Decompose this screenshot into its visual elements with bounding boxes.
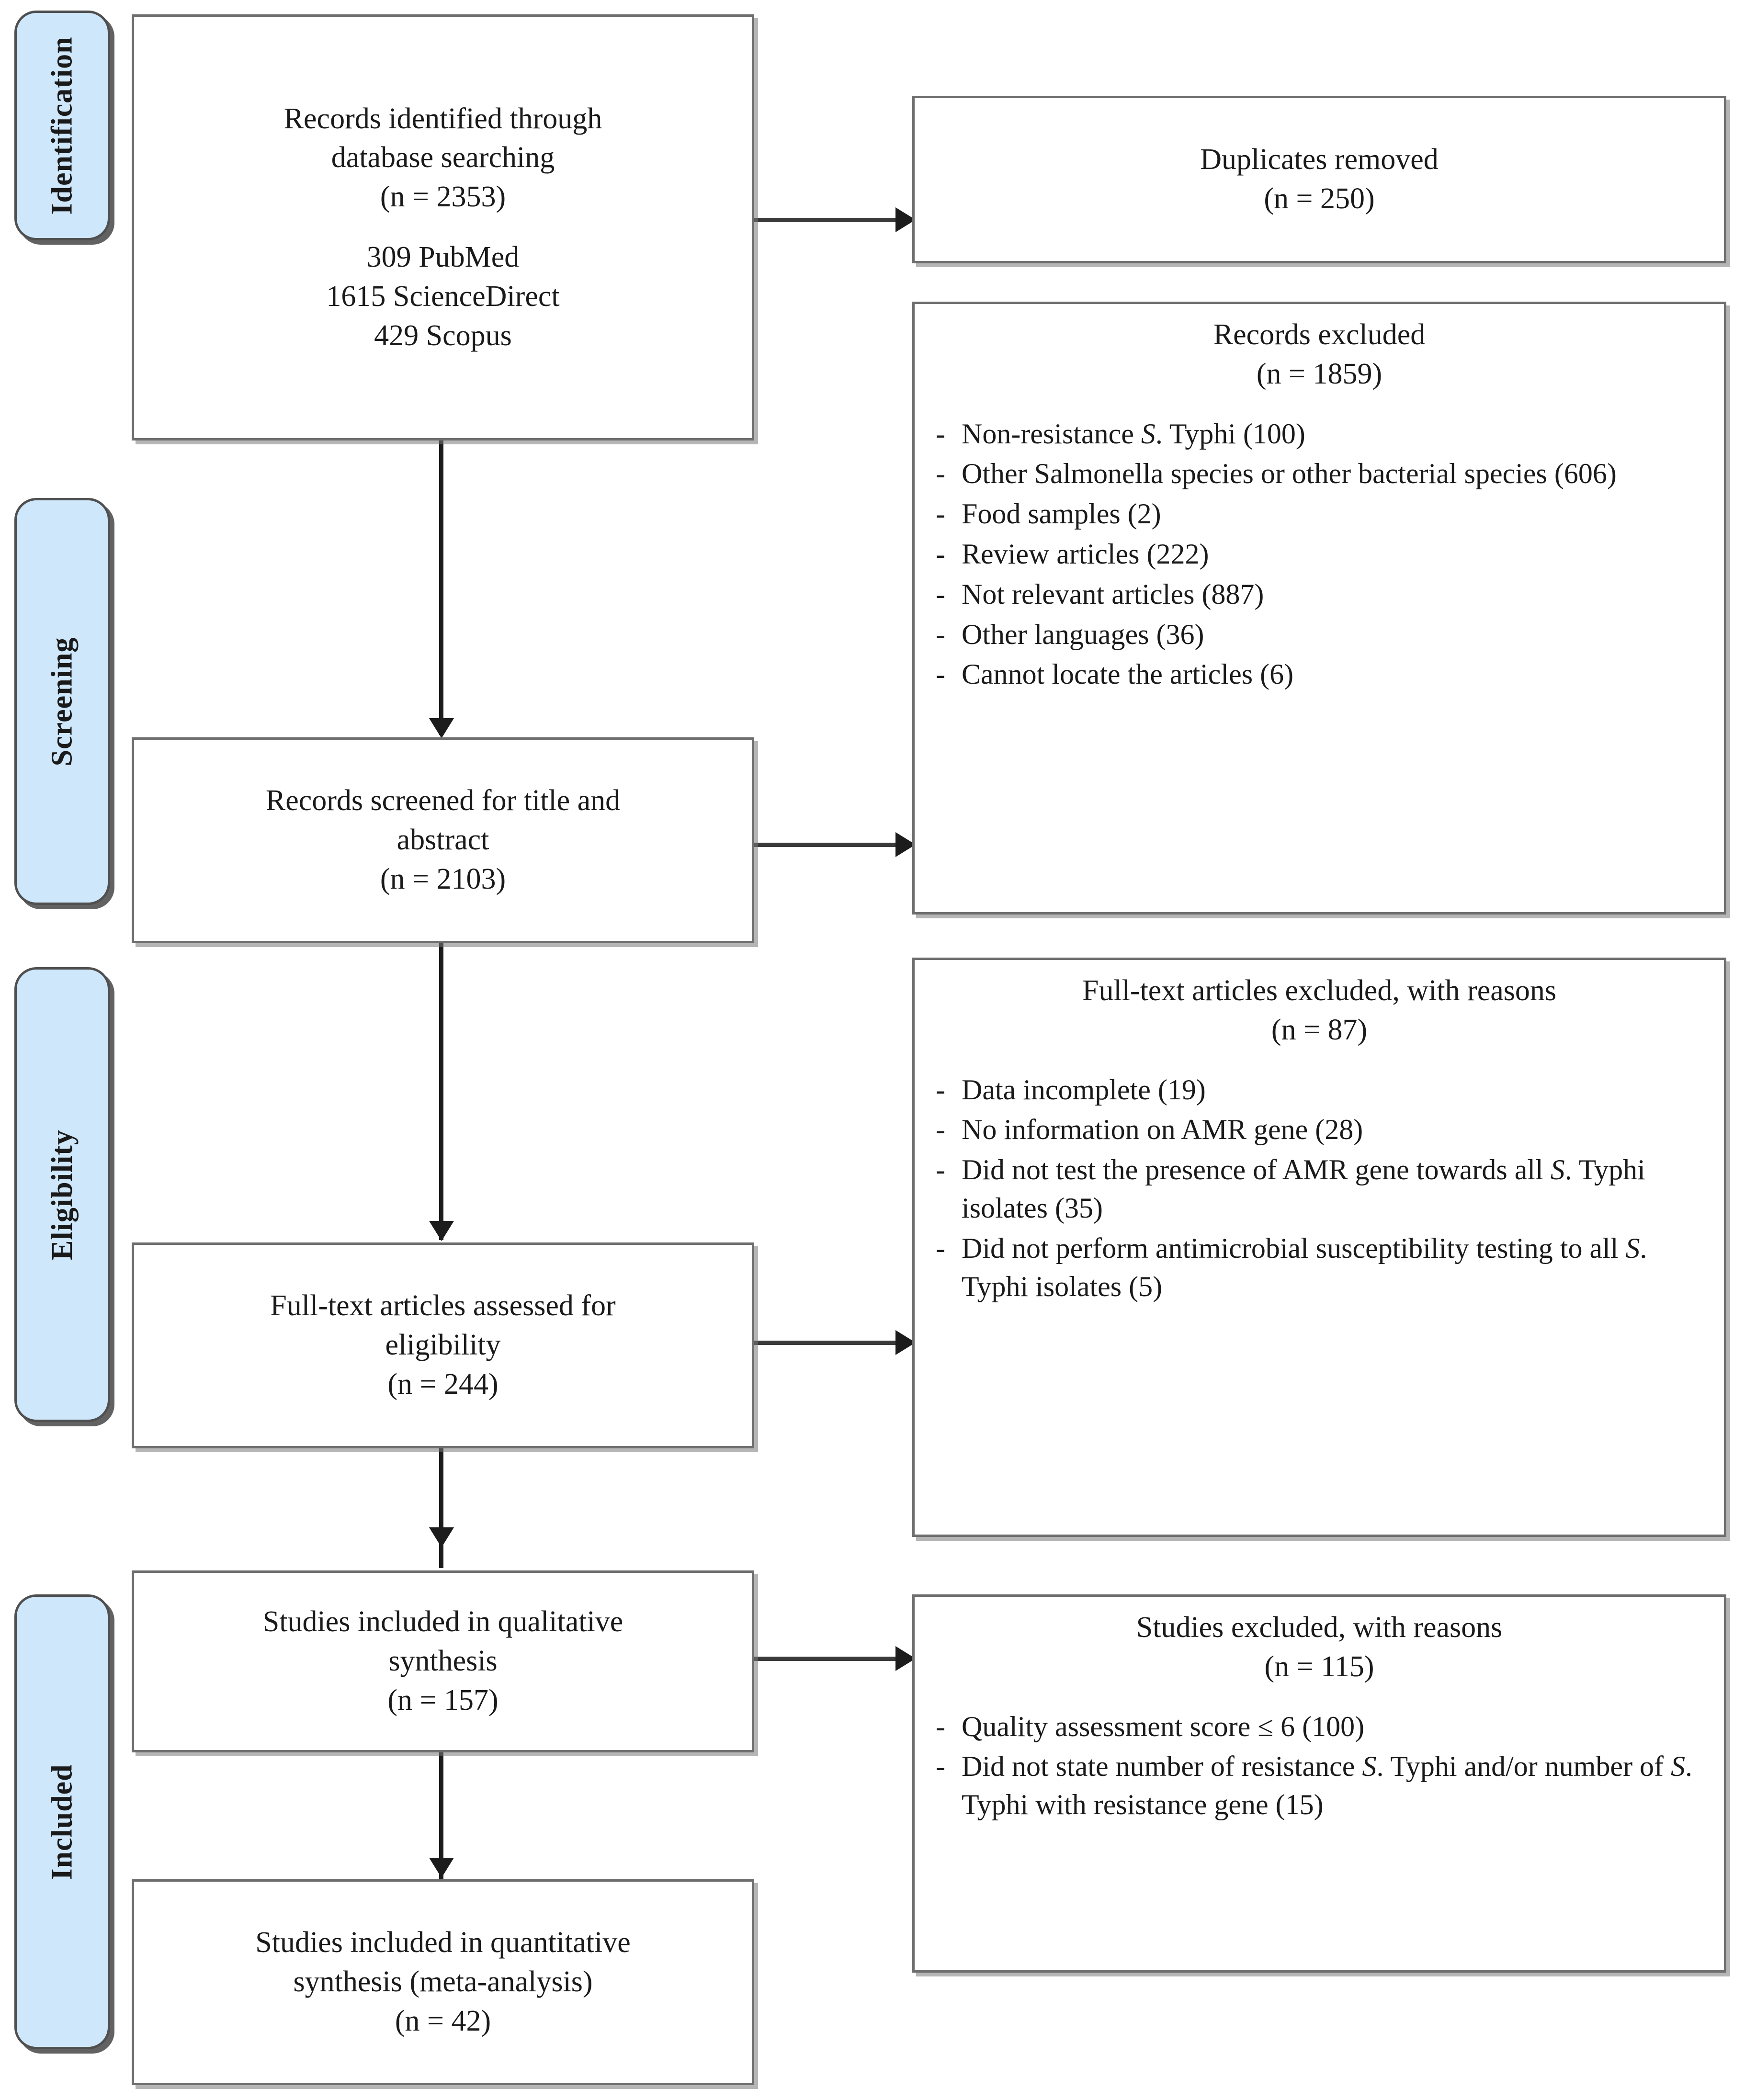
connector-qualitative-to-quantitative bbox=[439, 1752, 443, 1901]
source-scopus: 429 Scopus bbox=[374, 319, 512, 352]
records-screened-count: (n = 2103) bbox=[380, 862, 506, 895]
stage-label-included: Included bbox=[45, 1763, 79, 1880]
species-abbrev: S bbox=[1671, 1750, 1686, 1783]
bullet-dash-icon: - bbox=[936, 498, 945, 530]
connector-identified-to-duplicates bbox=[754, 218, 898, 222]
species-abbrev: S bbox=[1362, 1750, 1377, 1783]
box-fulltext-articles-excluded: Full-text articles excluded, with reason… bbox=[912, 958, 1726, 1537]
records-screened-line-1: Records screened for title and bbox=[265, 784, 621, 817]
stage-tab-screening: Screening bbox=[14, 498, 110, 905]
qualitative-count: (n = 157) bbox=[387, 1683, 499, 1716]
bullet-dash-icon: - bbox=[936, 1154, 945, 1186]
fulltext-excluded-heading: Full-text articles excluded, with reason… bbox=[1082, 974, 1556, 1007]
connector-fulltext-assessed-to-excluded bbox=[754, 1341, 898, 1345]
spacer bbox=[931, 1050, 1708, 1071]
box-fulltext-articles-assessed: Full-text articles assessed for eligibil… bbox=[132, 1242, 754, 1448]
connector-screened-to-fulltext-assessed bbox=[439, 941, 443, 1240]
box-records-excluded: Records excluded (n = 1859) -Non-resista… bbox=[912, 302, 1726, 915]
fulltext-excluded-count: (n = 87) bbox=[1271, 1013, 1368, 1046]
exclusion-reason-item: -Data incomplete (19) bbox=[931, 1071, 1708, 1109]
box-studies-qualitative-synthesis: Studies included in qualitative synthesi… bbox=[132, 1570, 754, 1752]
stage-label-eligibility: Eligibility bbox=[45, 1129, 79, 1260]
box-records-identified: Records identified through database sear… bbox=[132, 14, 754, 440]
bullet-dash-icon: - bbox=[936, 458, 945, 490]
connector-screened-to-records-excluded bbox=[754, 843, 898, 847]
spacer bbox=[150, 217, 736, 238]
spacer bbox=[931, 394, 1708, 415]
spacer bbox=[931, 1687, 1708, 1708]
connector-identified-to-screened bbox=[439, 438, 443, 735]
duplicates-removed-count: (n = 250) bbox=[1264, 182, 1375, 215]
studies-excluded-heading: Studies excluded, with reasons bbox=[1136, 1611, 1503, 1644]
stage-label-identification: Identification bbox=[45, 36, 79, 215]
records-screened-line-2: abstract bbox=[397, 824, 489, 857]
source-pubmed: 309 PubMed bbox=[366, 241, 520, 273]
records-excluded-list: -Non-resistance S. Typhi (100)-Other Sal… bbox=[931, 415, 1708, 696]
bullet-dash-icon: - bbox=[936, 538, 945, 570]
exclusion-reason-item: -Other Salmonella species or other bacte… bbox=[931, 455, 1708, 493]
bullet-dash-icon: - bbox=[936, 1073, 945, 1106]
exclusion-reason-item: -Other languages (36) bbox=[931, 616, 1708, 654]
connector-qualitative-to-studies-excluded bbox=[754, 1657, 898, 1661]
fulltext-assessed-count: (n = 244) bbox=[387, 1367, 499, 1400]
duplicates-removed-label: Duplicates removed bbox=[1200, 143, 1439, 176]
exclusion-reason-item: -Not relevant articles (887) bbox=[931, 576, 1708, 614]
stage-label-screening: Screening bbox=[45, 637, 79, 766]
exclusion-reason-item: -Quality assessment score ≤ 6 (100) bbox=[931, 1708, 1708, 1746]
exclusion-reason-item: -Did not test the presence of AMR gene t… bbox=[931, 1151, 1708, 1228]
arrow-screened-to-fulltext-assessed bbox=[429, 1221, 454, 1241]
exclusion-reason-item: -Review articles (222) bbox=[931, 535, 1708, 574]
source-sciencedirect: 1615 ScienceDirect bbox=[326, 280, 560, 313]
species-abbrev: S bbox=[1141, 418, 1156, 450]
exclusion-reason-item: -Cannot locate the articles (6) bbox=[931, 655, 1708, 694]
connector-fulltext-assessed-to-qualitative bbox=[439, 1446, 443, 1568]
stage-tab-included: Included bbox=[14, 1594, 110, 2049]
studies-excluded-list: -Quality assessment score ≤ 6 (100)-Did … bbox=[931, 1708, 1708, 1826]
exclusion-reason-item: -Did not perform antimicrobial susceptib… bbox=[931, 1230, 1708, 1306]
records-excluded-count: (n = 1859) bbox=[1256, 357, 1382, 390]
bullet-dash-icon: - bbox=[936, 1114, 945, 1146]
quantitative-line-1: Studies included in quantitative bbox=[255, 1926, 631, 1959]
stage-tab-eligibility: Eligibility bbox=[14, 967, 110, 1422]
fulltext-excluded-list: -Data incomplete (19)-No information on … bbox=[931, 1071, 1708, 1308]
box-studies-quantitative-synthesis: Studies included in quantitative synthes… bbox=[132, 1879, 754, 2085]
qualitative-line-2: synthesis bbox=[388, 1645, 498, 1678]
exclusion-reason-item: -No information on AMR gene (28) bbox=[931, 1111, 1708, 1149]
studies-excluded-count: (n = 115) bbox=[1264, 1650, 1374, 1683]
qualitative-line-1: Studies included in qualitative bbox=[262, 1605, 623, 1638]
arrow-identified-to-screened bbox=[429, 718, 454, 738]
box-records-screened: Records screened for title and abstract … bbox=[132, 737, 754, 943]
species-abbrev: S bbox=[1550, 1154, 1565, 1186]
quantitative-line-2: synthesis (meta-analysis) bbox=[293, 1965, 593, 1998]
arrow-fulltext-assessed-to-qualitative bbox=[429, 1527, 454, 1547]
bullet-dash-icon: - bbox=[936, 658, 945, 690]
records-identified-line-2: database searching bbox=[331, 141, 555, 174]
bullet-dash-icon: - bbox=[936, 578, 945, 610]
quantitative-count: (n = 42) bbox=[395, 2004, 491, 2037]
arrow-qualitative-to-quantitative bbox=[429, 1858, 454, 1878]
fulltext-assessed-line-1: Full-text articles assessed for bbox=[270, 1289, 616, 1322]
box-studies-excluded: Studies excluded, with reasons (n = 115)… bbox=[912, 1594, 1726, 1973]
exclusion-reason-item: -Food samples (2) bbox=[931, 495, 1708, 533]
bullet-dash-icon: - bbox=[936, 418, 945, 450]
bullet-dash-icon: - bbox=[936, 1232, 945, 1264]
bullet-dash-icon: - bbox=[936, 1710, 945, 1742]
records-excluded-heading: Records excluded bbox=[1213, 318, 1426, 351]
exclusion-reason-item: -Non-resistance S. Typhi (100) bbox=[931, 415, 1708, 453]
box-duplicates-removed: Duplicates removed (n = 250) bbox=[912, 96, 1726, 263]
records-identified-line-1: Records identified through bbox=[283, 102, 602, 135]
species-abbrev: S bbox=[1625, 1232, 1640, 1264]
fulltext-assessed-line-2: eligibility bbox=[385, 1329, 501, 1362]
stage-tab-identification: Identification bbox=[14, 11, 110, 240]
records-identified-count: (n = 2353) bbox=[380, 181, 506, 214]
exclusion-reason-item: -Did not state number of resistance S. T… bbox=[931, 1748, 1708, 1824]
bullet-dash-icon: - bbox=[936, 618, 945, 650]
bullet-dash-icon: - bbox=[936, 1750, 945, 1783]
